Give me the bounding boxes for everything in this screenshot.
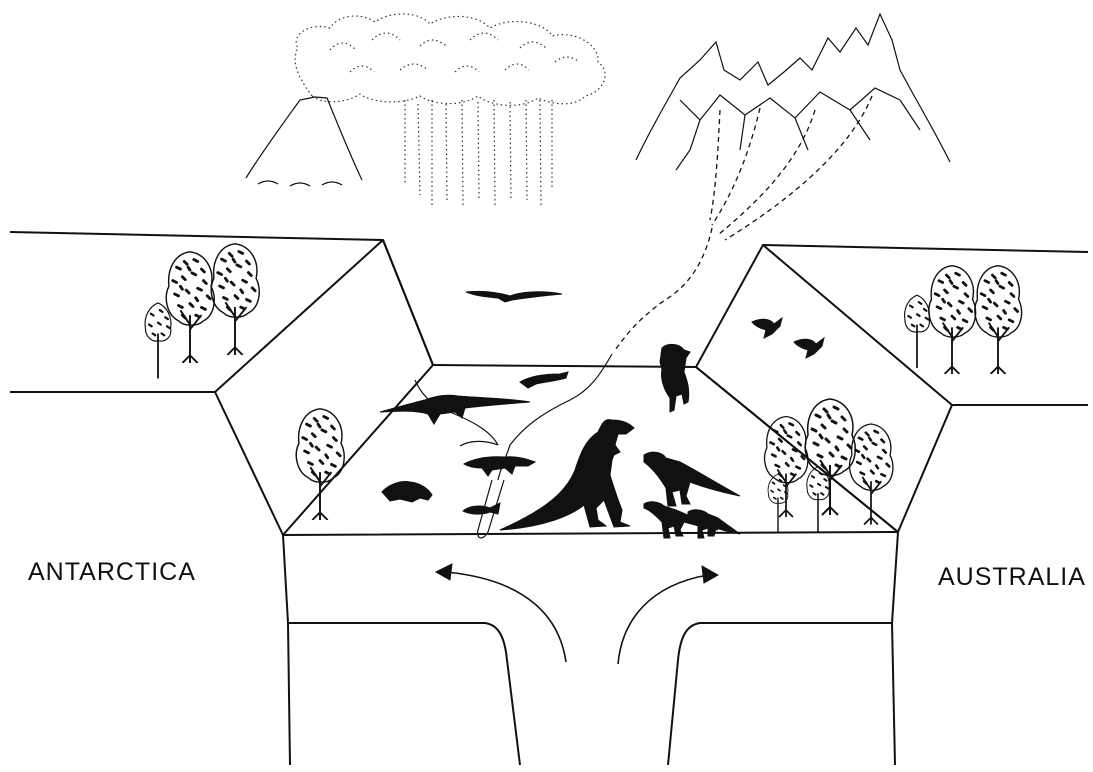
- bird: [794, 338, 824, 358]
- rift-blocks: [10, 232, 1088, 765]
- arrow-right: [618, 575, 708, 664]
- volcano: [246, 97, 362, 180]
- arrow-left-head: [436, 564, 452, 580]
- cloud-puffs: [330, 33, 579, 72]
- right-plateau-surface: [696, 245, 1088, 532]
- river-main: [615, 228, 712, 350]
- rain-streaks: [405, 100, 552, 205]
- standing-dinosaur: [660, 344, 690, 412]
- mountain-ridges: [676, 88, 920, 170]
- volcano-base-line: [258, 181, 342, 186]
- running-theropod: [644, 452, 740, 506]
- antarctica-label: ANTARCTICA: [28, 558, 196, 587]
- river-upper: [710, 96, 872, 240]
- large-theropod: [500, 420, 634, 530]
- australia-label: AUSTRALIA: [938, 563, 1086, 592]
- antarctica-forest: [145, 244, 344, 520]
- right-escarpment: [696, 245, 952, 532]
- left-plateau-surface: [10, 232, 433, 535]
- fish: [463, 503, 500, 514]
- upwelling-arrows: [436, 564, 718, 664]
- tree: [929, 266, 976, 374]
- lizard: [520, 372, 568, 388]
- tree: [166, 252, 214, 363]
- tree: [805, 399, 855, 515]
- bird: [752, 318, 782, 338]
- tree: [145, 303, 171, 379]
- tree: [905, 295, 930, 368]
- tree: [296, 409, 344, 520]
- pterosaur: [466, 291, 562, 302]
- australia-forest: [765, 266, 1022, 532]
- tree: [807, 467, 829, 532]
- animals: [380, 291, 824, 538]
- volcano-eruption: [246, 14, 605, 205]
- arrow-right-head: [702, 566, 718, 583]
- tree: [765, 416, 808, 517]
- mountain-peaks: [636, 14, 950, 162]
- tree: [975, 266, 1022, 374]
- tree: [850, 424, 893, 525]
- crust-block-front: [283, 532, 898, 765]
- turtle: [382, 482, 432, 502]
- tree: [211, 244, 259, 355]
- eruption-cloud: [295, 14, 605, 105]
